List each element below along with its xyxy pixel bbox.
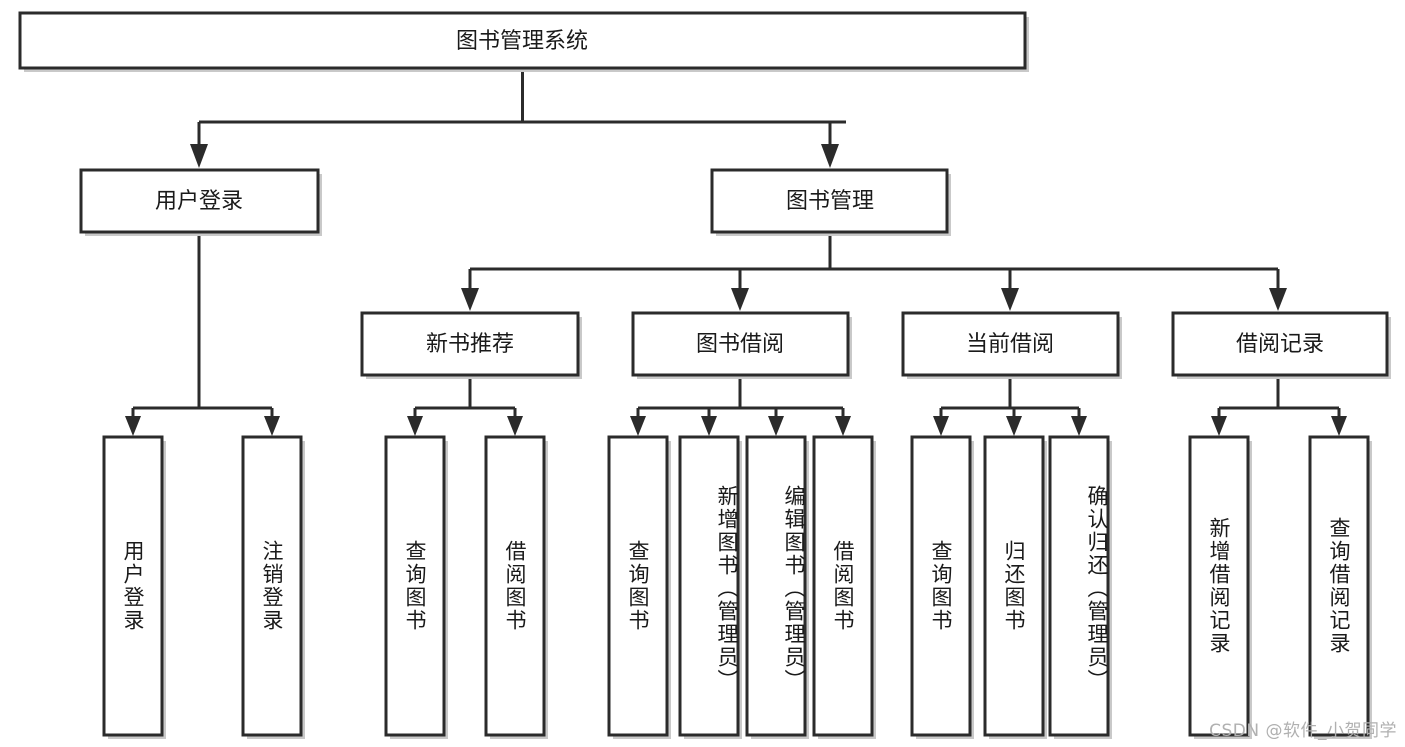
node-new-book-rec-label: 新书推荐	[426, 332, 514, 357]
node-leaf-add-record-box[interactable]	[1188, 435, 1250, 737]
node-leaf-user-logout[interactable]	[241, 435, 305, 739]
node-book-manage-label: 图书管理	[786, 189, 874, 214]
arrow-head-leaf-add-book	[701, 416, 717, 436]
node-current-borrow-box[interactable]	[901, 311, 1120, 377]
node-leaf-add-book[interactable]	[678, 435, 742, 739]
arrow-head-new-book-rec	[461, 288, 479, 311]
arrow-head-leaf-add-record	[1211, 416, 1227, 436]
node-leaf-edit-book-box[interactable]	[745, 435, 807, 737]
node-leaf-add-book-box[interactable]	[678, 435, 740, 737]
node-user-login-box[interactable]	[79, 168, 320, 234]
node-leaf-query-book-3-box[interactable]	[910, 435, 972, 737]
node-borrow-record-label: 借阅记录	[1236, 332, 1324, 357]
arrow-head-leaf-user-login	[125, 416, 141, 436]
arrow-head-leaf-user-logout	[264, 416, 280, 436]
node-leaf-query-book-2[interactable]	[607, 435, 671, 739]
node-book-manage-box[interactable]	[710, 168, 949, 234]
node-leaf-query-book-3[interactable]	[910, 435, 974, 739]
arrow-head-leaf-borrow-book-1	[507, 416, 523, 436]
arrow-head-book-manage	[821, 144, 839, 168]
node-current-borrow[interactable]: 当前借阅	[901, 311, 1122, 379]
node-borrow-record-box[interactable]	[1171, 311, 1389, 377]
node-user-login-label: 用户登录	[155, 189, 243, 214]
node-root-label: 图书管理系统	[456, 29, 588, 54]
connector-group-book-borrow	[630, 375, 851, 436]
node-user-login[interactable]: 用户登录	[79, 168, 322, 236]
connector-group-book-manage	[461, 232, 1287, 311]
connector-group-root	[190, 68, 846, 168]
node-leaf-confirm-return-box[interactable]	[1048, 435, 1110, 737]
node-leaf-return-book[interactable]	[983, 435, 1047, 739]
node-current-borrow-label: 当前借阅	[966, 332, 1054, 357]
connector-group-new-book-rec	[407, 375, 523, 436]
node-leaf-query-record[interactable]	[1308, 435, 1372, 739]
connector-group-borrow-record	[1211, 375, 1347, 436]
arrow-head-leaf-borrow-book-2	[835, 416, 851, 436]
node-leaf-query-book-1-box[interactable]	[384, 435, 446, 737]
node-leaf-return-book-box[interactable]	[983, 435, 1045, 737]
node-leaf-user-logout-box[interactable]	[241, 435, 303, 737]
node-leaf-confirm-return[interactable]	[1048, 435, 1112, 739]
watermark-text: CSDN @软件_小贺同学	[1209, 721, 1397, 741]
node-leaf-query-record-box[interactable]	[1308, 435, 1370, 737]
node-new-book-rec-box[interactable]	[360, 311, 580, 377]
node-book-manage[interactable]: 图书管理	[710, 168, 951, 236]
arrow-head-borrow-record	[1269, 288, 1287, 311]
node-root[interactable]: 图书管理系统	[18, 11, 1029, 72]
arrow-head-user-login	[190, 144, 208, 168]
connector-group-current-borrow	[933, 375, 1087, 436]
node-leaf-query-book-2-box[interactable]	[607, 435, 669, 737]
node-leaf-borrow-book-1-box[interactable]	[484, 435, 546, 737]
node-leaf-query-book-1[interactable]	[384, 435, 448, 739]
arrow-head-current-borrow	[1001, 288, 1019, 311]
node-book-borrow-label: 图书借阅	[696, 332, 784, 357]
node-root-box[interactable]	[18, 11, 1027, 70]
node-leaf-user-login[interactable]	[102, 435, 166, 739]
leaf-node-group	[102, 435, 1372, 739]
arrow-head-leaf-return-book	[1006, 416, 1022, 436]
node-borrow-record[interactable]: 借阅记录	[1171, 311, 1391, 379]
arrow-head-leaf-query-book-1	[407, 416, 423, 436]
node-book-borrow[interactable]: 图书借阅	[631, 311, 852, 379]
node-leaf-borrow-book-2[interactable]	[812, 435, 876, 739]
arrow-head-leaf-query-book-3	[933, 416, 949, 436]
arrow-head-leaf-confirm-return	[1071, 416, 1087, 436]
node-book-borrow-box[interactable]	[631, 311, 850, 377]
node-leaf-user-login-box[interactable]	[102, 435, 164, 737]
connector-group-user-login	[125, 232, 280, 436]
node-leaf-borrow-book-1[interactable]	[484, 435, 548, 739]
node-leaf-add-record[interactable]	[1188, 435, 1252, 739]
node-leaf-borrow-book-2-box[interactable]	[812, 435, 874, 737]
arrow-head-book-borrow	[731, 288, 749, 311]
arrow-head-leaf-query-record	[1331, 416, 1347, 436]
arrow-head-leaf-edit-book	[768, 416, 784, 436]
node-leaf-edit-book[interactable]	[745, 435, 809, 739]
arrow-head-leaf-query-book-2	[630, 416, 646, 436]
node-new-book-rec[interactable]: 新书推荐	[360, 311, 582, 379]
